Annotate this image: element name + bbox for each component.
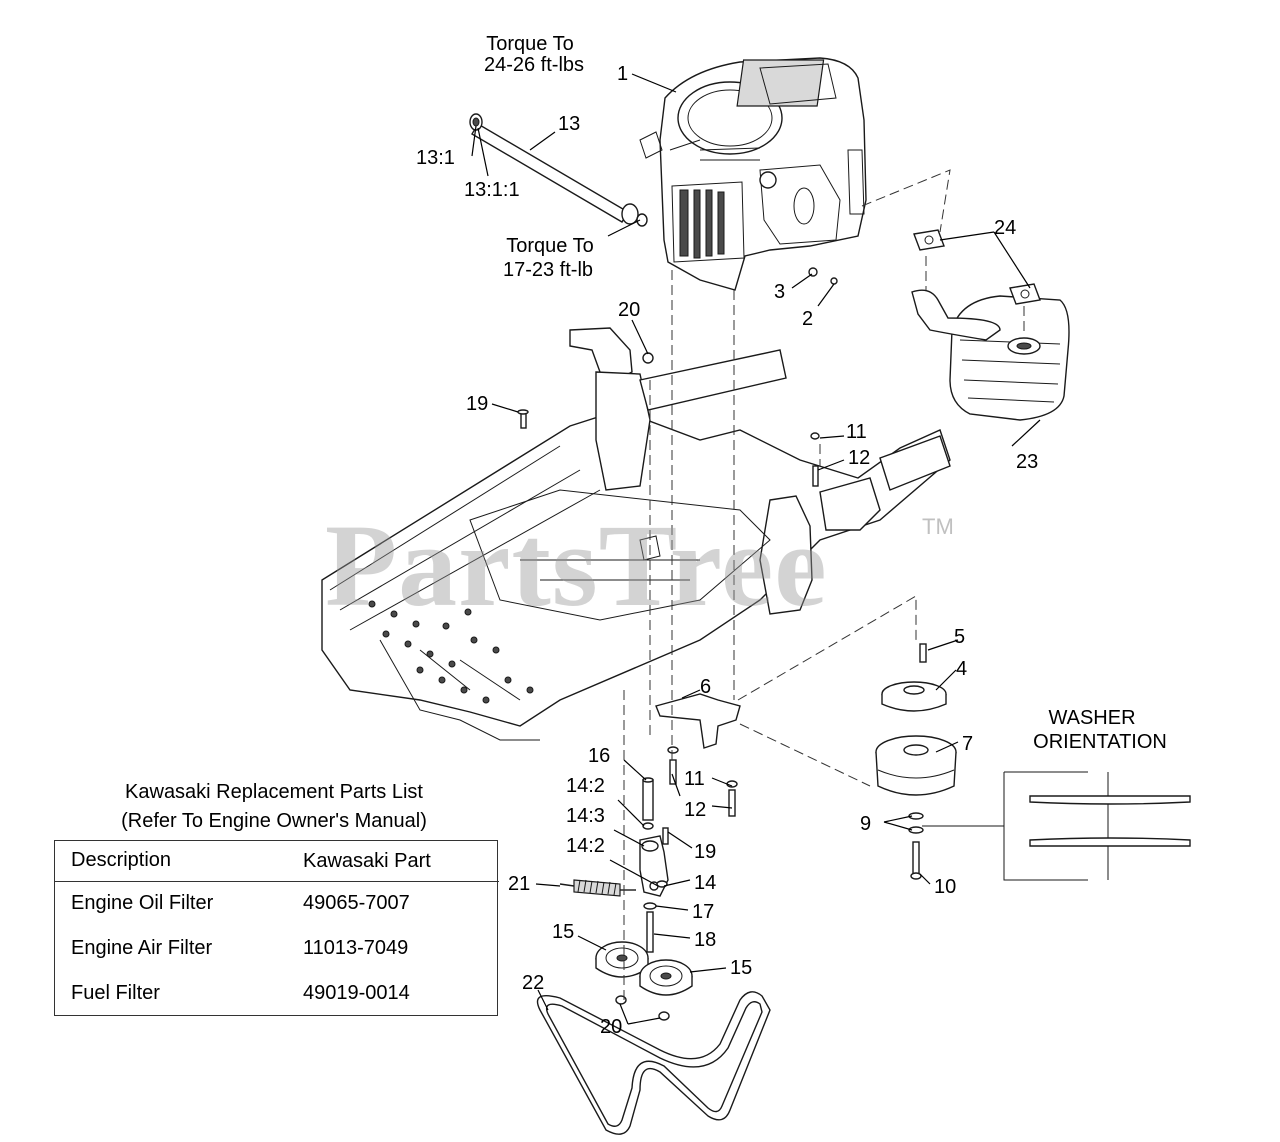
parts-list-title-line1: Kawasaki Replacement Parts List (125, 781, 423, 803)
header-kawasaki-part: Kawasaki Part (303, 850, 431, 872)
washer-orientation-detail (922, 771, 1191, 881)
callout-23: 23 (1016, 451, 1038, 473)
nuts-part-20 (615, 995, 670, 1021)
callout-18: 18 (694, 929, 716, 951)
pulley-part-4 (881, 681, 947, 712)
callout-11-bottom: 11 (684, 768, 705, 790)
row-part-number: 49019-0014 (303, 982, 410, 1004)
callout-15-right: 15 (730, 957, 752, 979)
callout-19-bottom: 19 (694, 841, 716, 863)
callout-14-3: 14:3 (566, 805, 605, 827)
belt-part-22 (536, 991, 771, 1135)
washer-orientation-line2: ORIENTATION (1033, 731, 1167, 753)
bolt-part-5 (919, 643, 927, 663)
callout-9: 9 (860, 813, 871, 835)
callout-14-2-upper: 14:2 (566, 775, 605, 797)
header-description: Description (71, 849, 172, 871)
leader-lines (471, 73, 1041, 1025)
callout-12-top: 12 (848, 447, 870, 469)
parts-list-title: Kawasaki Replacement Parts List (Refer T… (54, 778, 494, 836)
spacer-part-16 (642, 777, 654, 821)
chassis-frame (321, 327, 951, 741)
callout-5: 5 (954, 626, 965, 648)
muffler-part-23 (911, 289, 1070, 421)
washer-part-17 (643, 902, 657, 910)
trademark-mark: TM (922, 514, 954, 539)
callout-2: 2 (802, 308, 813, 330)
parts-table-header (55, 841, 499, 882)
callout-13: 13 (558, 113, 580, 135)
idler-pulley-part-15-right (639, 959, 693, 996)
parts-list-title-line2: (Refer To Engine Owner's Manual) (121, 810, 427, 832)
bushings-part-14-sub (642, 822, 668, 888)
callout-21: 21 (508, 873, 530, 895)
callout-1: 1 (617, 63, 628, 85)
callout-20-top: 20 (618, 299, 640, 321)
callout-15-left: 15 (552, 921, 574, 943)
callout-20-bottom: 20 (600, 1016, 622, 1038)
callout-6: 6 (700, 676, 711, 698)
alignment-lines (623, 169, 1025, 1000)
parts-list-table: Description Kawasaki Part Engine Oil Fil… (54, 840, 499, 1016)
callout-3: 3 (774, 281, 785, 303)
partstree-watermark: PartsTree (325, 500, 828, 631)
callout-11-top: 11 (846, 421, 867, 443)
row-description: Engine Air Filter (71, 937, 213, 959)
callout-7: 7 (962, 733, 973, 755)
bracket-part-6 (655, 693, 741, 749)
callout-12-bottom: 12 (684, 799, 706, 821)
torque-note-lower-line2: 17-23 ft-lb (503, 259, 593, 281)
callout-19-top: 19 (466, 393, 488, 415)
clutch-part-7 (875, 735, 957, 796)
callout-22: 22 (522, 972, 544, 994)
washer-parts-2-3 (808, 267, 838, 285)
callout-13-1: 13:1 (416, 147, 455, 169)
torque-note-upper-line1: Torque To (486, 33, 573, 55)
torque-note-upper-line2: 24-26 ft-lbs (484, 54, 584, 76)
row-part-number: 11013-7049 (303, 937, 409, 959)
engine-part-1 (639, 57, 867, 291)
bolt-part-10 (910, 841, 922, 880)
callout-14: 14 (694, 872, 716, 894)
bolt-part-18 (646, 911, 654, 953)
washers-part-9 (908, 812, 924, 834)
row-description: Fuel Filter (71, 982, 160, 1004)
row-part-number: 49065-7007 (303, 892, 410, 914)
torque-note-lower-line1: Torque To (506, 235, 593, 257)
idler-pulley-part-15-left (595, 941, 649, 978)
callout-10: 10 (934, 876, 956, 898)
callout-24: 24 (994, 217, 1016, 239)
callout-14-2-lower: 14:2 (566, 835, 605, 857)
row-description: Engine Oil Filter (71, 892, 214, 914)
spring-part-21 (559, 879, 636, 897)
callout-4: 4 (956, 658, 967, 680)
callout-17: 17 (692, 901, 714, 923)
callout-13-1-1: 13:1:1 (464, 179, 520, 201)
callout-16: 16 (588, 745, 610, 767)
washer-orientation-line1: WASHER (1048, 707, 1135, 729)
gasket-parts-24 (913, 229, 1041, 305)
